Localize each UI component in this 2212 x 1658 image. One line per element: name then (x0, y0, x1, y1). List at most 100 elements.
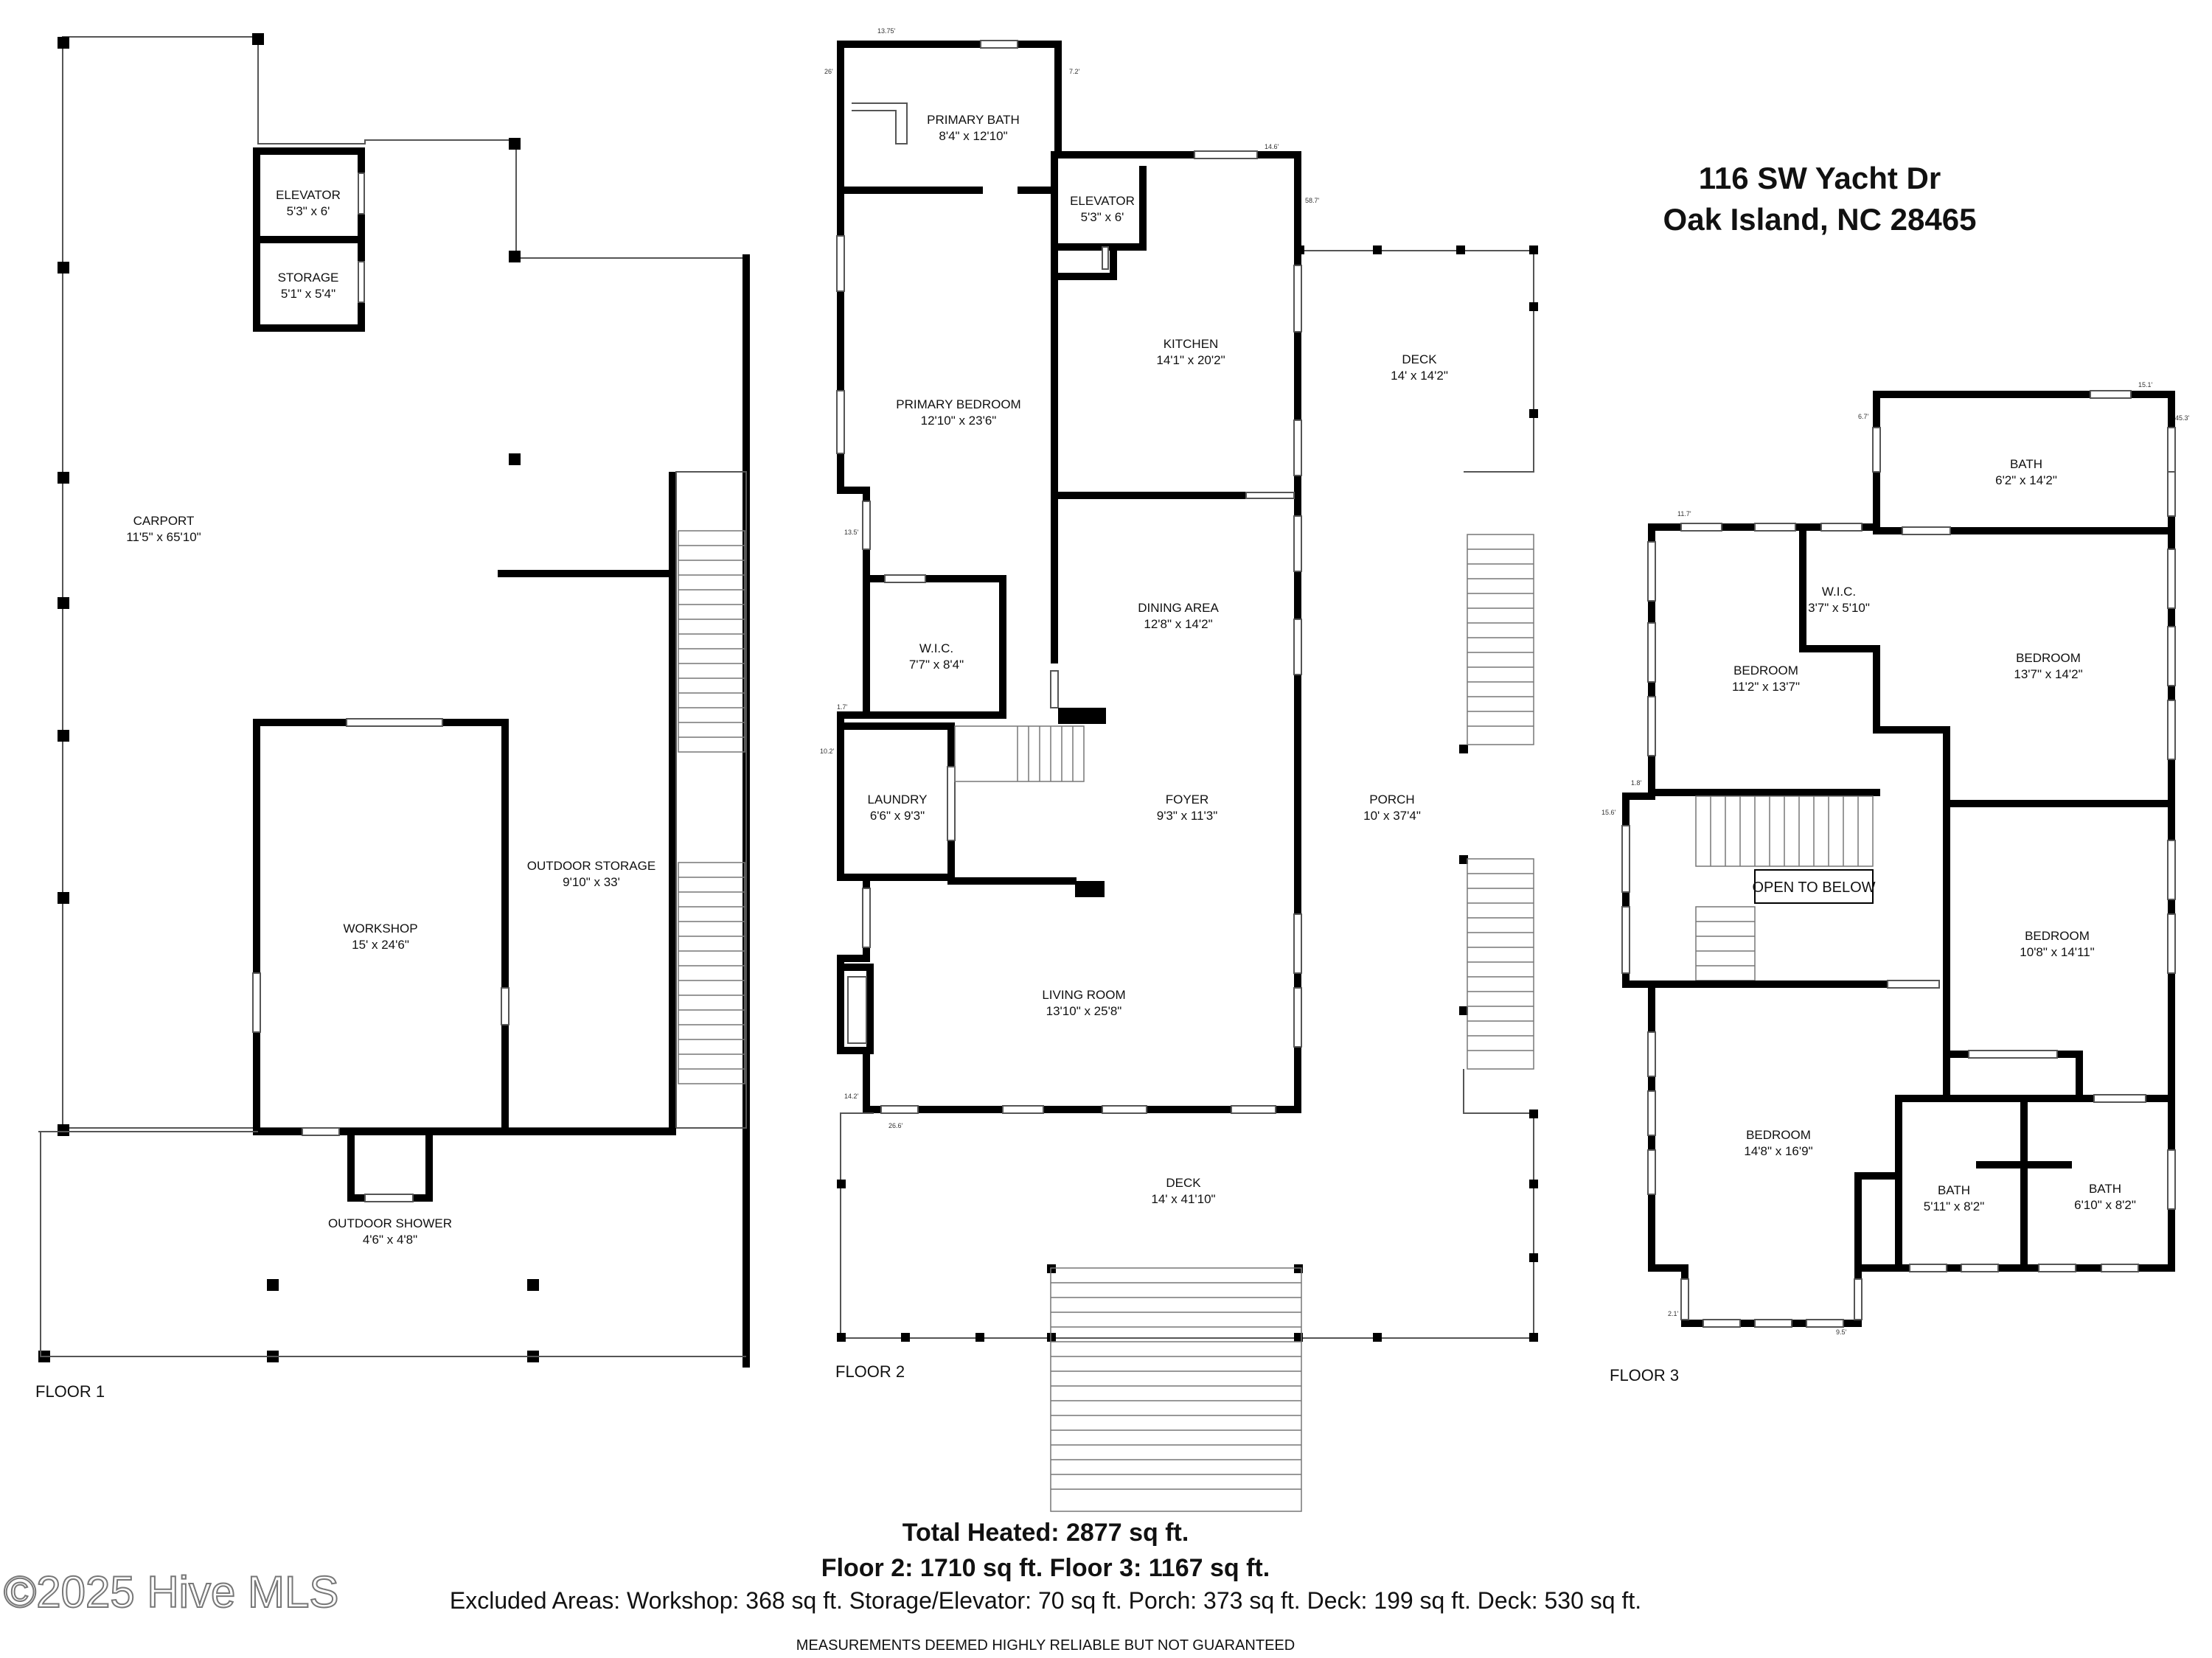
f2-elevator-walls (1054, 166, 1147, 280)
carport-posts (38, 33, 539, 1362)
floor-1-label: FLOOR 1 (35, 1382, 105, 1401)
carport-outline (62, 36, 749, 1129)
room-dims: 15' x 24'6" (352, 938, 409, 952)
room-name: OUTDOOR STORAGE (527, 859, 655, 873)
f3-stairs (1695, 795, 1874, 981)
dim-mark: 1.8' (1631, 779, 1642, 787)
dim-mark: 14.2' (844, 1093, 859, 1100)
area-summary: Total Heated: 2877 sq ft. Floor 2: 1710 … (450, 1519, 1641, 1654)
dim-mark: 2.1' (1668, 1310, 1679, 1317)
f2-porch-stairs (1467, 534, 1534, 1070)
room-dims: 14'8" x 16'9" (1744, 1144, 1812, 1158)
address-line-1: 116 SW Yacht Dr (1699, 161, 1941, 195)
room-name: DECK (1166, 1176, 1201, 1190)
f2-deck-posts (1295, 245, 1538, 1015)
floor-1-room-labels: ELEVATOR 5'3" x 6' STORAGE 5'1" x 5'4" C… (126, 188, 655, 1247)
room-name: OUTDOOR SHOWER (328, 1216, 452, 1230)
f1-stairs (678, 530, 745, 1084)
address-block: 116 SW Yacht Dr Oak Island, NC 28465 (1663, 161, 1977, 237)
open-to-below-label: OPEN TO BELOW (1752, 879, 1875, 896)
room-name: PRIMARY BATH (927, 113, 1020, 127)
f1-elevator-storage-walls (253, 147, 365, 332)
room-name: BATH (1938, 1183, 1970, 1197)
disclaimer: MEASUREMENTS DEEMED HIGHLY RELIABLE BUT … (796, 1637, 1295, 1654)
floor-3-room-labels: BATH 6'2" x 14'2" W.I.C. 3'7" x 5'10" BE… (1732, 457, 2136, 1213)
room-name: LAUNDRY (868, 793, 928, 807)
room-dims: 10' x 37'4" (1363, 809, 1421, 823)
address-line-2: Oak Island, NC 28465 (1663, 202, 1977, 237)
floor-areas: Floor 2: 1710 sq ft. Floor 3: 1167 sq ft… (821, 1554, 1270, 1582)
room-dims: 4'6" x 4'8" (363, 1233, 417, 1247)
room-dims: 14' x 41'10" (1151, 1192, 1215, 1206)
room-dims: 13'7" x 14'2" (2014, 667, 2082, 681)
fireplace (837, 964, 874, 1054)
floor-1-plan (38, 33, 750, 1368)
room-dims: 14' x 14'2" (1391, 369, 1448, 383)
dim-mark: 7.2' (1069, 68, 1080, 75)
dim-mark: 15.6' (1601, 809, 1616, 816)
room-dims: 12'8" x 14'2" (1144, 617, 1212, 631)
open-to-below-box (1754, 869, 1874, 904)
room-name: W.I.C. (919, 641, 953, 655)
floor-3-plan (1621, 390, 2176, 1328)
room-dims: 5'1" x 5'4" (281, 287, 335, 301)
dim-mark: 10.2' (820, 748, 835, 755)
room-dims: 6'2" x 14'2" (1995, 473, 2057, 487)
floor-2-plan (836, 40, 1538, 1512)
dim-mark: 15.1' (2138, 381, 2153, 389)
room-name: ELEVATOR (1070, 194, 1135, 208)
room-dims: 5'11" x 8'2" (1924, 1199, 1985, 1213)
room-name: BEDROOM (2016, 651, 2081, 665)
room-name: KITCHEN (1164, 337, 1219, 351)
floor-2-label: FLOOR 2 (835, 1362, 905, 1381)
room-name: STORAGE (278, 271, 339, 285)
room-name: BATH (2089, 1182, 2121, 1196)
dim-mark: 26' (824, 68, 833, 75)
room-name: BEDROOM (2025, 929, 2090, 943)
room-name: WORKSHOP (343, 922, 417, 936)
room-name: CARPORT (133, 514, 195, 528)
f1-lower-area (40, 1132, 746, 1357)
room-name: BEDROOM (1733, 663, 1798, 678)
room-dims: 9'10" x 33' (563, 875, 620, 889)
dim-mark: 6.7' (1858, 413, 1869, 420)
floor-3-dim-marks: 15.1' 6.7' 45.3' 11.7' 1.8' 15.6' 2.1' 9… (1601, 381, 2190, 1336)
f2-exterior-walls (837, 41, 1301, 1113)
f2-upper-deck (1301, 250, 1534, 473)
room-name: W.I.C. (1822, 585, 1856, 599)
floor-3-label: FLOOR 3 (1610, 1366, 1679, 1384)
room-name: BATH (2010, 457, 2042, 471)
room-dims: 7'7" x 8'4" (909, 658, 964, 672)
room-dims: 6'6" x 9'3" (870, 809, 925, 823)
room-dims: 8'4" x 12'10" (939, 129, 1007, 143)
room-dims: 12'10" x 23'6" (921, 414, 997, 428)
room-dims: 3'7" x 5'10" (1808, 601, 1870, 615)
room-name: PRIMARY BEDROOM (896, 397, 1020, 411)
f2-front-stairs (1050, 1267, 1302, 1512)
dim-mark: 45.3' (2175, 414, 2190, 422)
floor-2-dim-marks: 13.75' 26' 7.2' 14.6' 58.7' 13.5' 1.7' 1… (820, 27, 1320, 1129)
outdoor-shower-walls (347, 1128, 433, 1202)
room-name: PORCH (1369, 793, 1414, 807)
room-dims: 6'10" x 8'2" (2074, 1198, 2136, 1212)
room-dims: 9'3" x 11'3" (1157, 809, 1218, 823)
f2-wic-walls (863, 575, 1006, 719)
room-dims: 5'3" x 6' (1081, 210, 1124, 224)
mls-watermark: ©2025 Hive MLS (4, 1567, 338, 1617)
dim-mark: 1.7' (837, 703, 848, 711)
floor-2-room-labels: PRIMARY BATH 8'4" x 12'10" ELEVATOR 5'3"… (868, 113, 1448, 1206)
room-name: DECK (1402, 352, 1437, 366)
dim-mark: 58.7' (1305, 197, 1320, 204)
f2-foyer-stairs (954, 725, 1085, 782)
workshop-door (346, 718, 443, 727)
excluded-areas: Excluded Areas: Workshop: 368 sq ft. Sto… (450, 1587, 1641, 1614)
dim-mark: 13.75' (877, 27, 896, 35)
f2-lower-deck-posts (837, 1110, 1538, 1342)
room-name: FOYER (1166, 793, 1209, 807)
room-dims: 5'3" x 6' (287, 204, 330, 218)
dim-mark: 13.5' (844, 529, 859, 536)
dim-mark: 11.7' (1677, 510, 1691, 518)
dim-mark: 26.6' (888, 1122, 903, 1129)
room-dims: 11'5" x 65'10" (126, 530, 201, 544)
